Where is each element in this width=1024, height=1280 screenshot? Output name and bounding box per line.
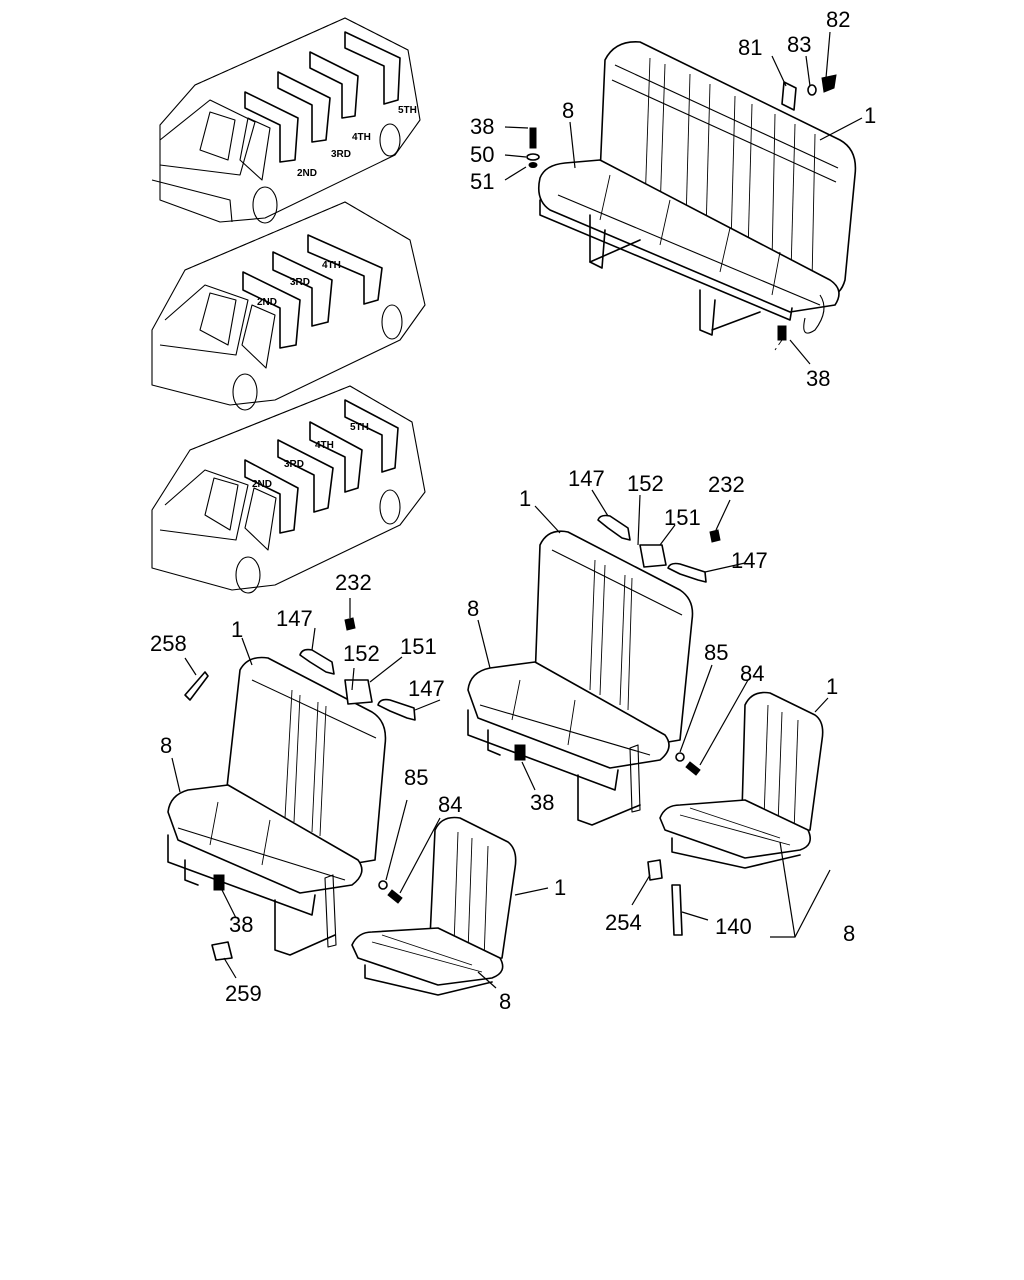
row-label: 4TH: [315, 440, 334, 451]
callout-number: 82: [826, 7, 850, 32]
row-label: 2ND: [252, 479, 272, 490]
callout-number: 258: [150, 631, 187, 656]
callout-number: 152: [627, 471, 664, 496]
callout-number: 232: [708, 472, 745, 497]
callout-number: 81: [738, 35, 762, 60]
row-label: 3RD: [284, 459, 304, 470]
callout-number: 8: [562, 98, 574, 123]
row-label: 2ND: [257, 297, 277, 308]
van-illustration-2: 2ND 3RD 4TH: [151, 201, 426, 411]
callout-number: 85: [404, 765, 428, 790]
van-illustration-1: 2ND 3RD 4TH 5TH: [151, 17, 421, 224]
callout-number: 1: [554, 875, 566, 900]
callout-number: 151: [664, 505, 701, 530]
callout-number: 38: [806, 366, 830, 391]
top-bench-seat: [526, 41, 857, 351]
callout-number: 51: [470, 169, 494, 194]
callouts-middle-bench: 147 152 232 1 151 147 8 85 84 1 38 254 1…: [467, 466, 855, 946]
callout-number: 152: [343, 641, 380, 666]
callout-number: 85: [704, 640, 728, 665]
callout-number: 1: [864, 103, 876, 128]
callout-number: 38: [530, 790, 554, 815]
callout-number: 1: [826, 674, 838, 699]
row-label: 5TH: [398, 105, 417, 116]
callout-number: 38: [470, 114, 494, 139]
row-label: 4TH: [352, 132, 371, 143]
callout-number: 50: [470, 142, 494, 167]
leader-lines: [171, 31, 863, 989]
van-illustration-3: 2ND 3RD 4TH 5TH: [151, 385, 426, 594]
callout-number: 8: [467, 596, 479, 621]
callout-number: 147: [408, 676, 445, 701]
callout-number: 147: [568, 466, 605, 491]
callout-number: 254: [605, 910, 642, 935]
row-label: 4TH: [322, 260, 341, 271]
callout-number: 8: [160, 733, 172, 758]
callouts-top-bench: 82 81 83 1 38 8 50 51 38: [470, 7, 876, 391]
callouts-lower-bench: 232 258 147 1 152 151 147 8 85 84 1 38 2…: [150, 570, 566, 1014]
callout-number: 147: [276, 606, 313, 631]
callout-number: 1: [519, 486, 531, 511]
callout-number: 151: [400, 634, 437, 659]
callout-number: 8: [499, 989, 511, 1014]
row-label: 5TH: [350, 422, 369, 433]
callout-number: 38: [229, 912, 253, 937]
middle-bench-seat: [467, 514, 824, 936]
callout-number: 83: [787, 32, 811, 57]
callout-number: 84: [740, 661, 764, 686]
callout-number: 140: [715, 914, 752, 939]
callout-number: 1: [231, 617, 243, 642]
callout-number: 232: [335, 570, 372, 595]
callout-number: 147: [731, 548, 768, 573]
row-label: 3RD: [290, 277, 310, 288]
callout-number: 84: [438, 792, 462, 817]
row-label: 2ND: [297, 168, 317, 179]
callout-number: 259: [225, 981, 262, 1006]
lower-bench-seat: [167, 617, 517, 996]
callout-number: 8: [843, 921, 855, 946]
row-label: 3RD: [331, 149, 351, 160]
